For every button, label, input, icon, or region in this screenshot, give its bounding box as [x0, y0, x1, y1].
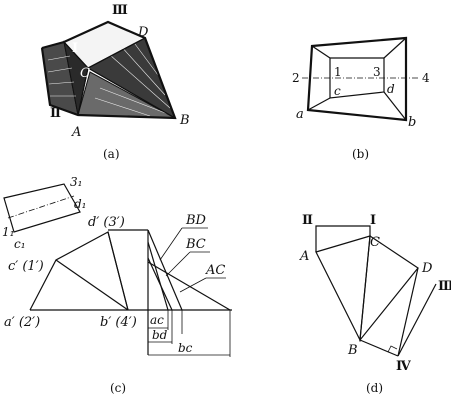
label-b-1: 1 [334, 65, 342, 79]
label-d-roman-3: Ⅲ [438, 279, 451, 294]
label-a-roman-2: Ⅱ [50, 106, 61, 121]
caption-b: (b) [352, 147, 369, 161]
label-c-1-1: 1₁ [2, 225, 14, 239]
panel-a: Ⅲ D Ⅰ C Ⅱ A B (a) [40, 3, 190, 161]
label-a-A: A [71, 125, 81, 140]
panel-d-drawing [315, 225, 437, 357]
label-c-c-1: c₁ [14, 237, 26, 251]
label-b-d: d [387, 82, 395, 96]
label-a-roman-1: Ⅰ [72, 41, 78, 56]
label-c-d-prime: d′ (3′) [88, 215, 125, 230]
label-d-D: D [421, 261, 433, 276]
label-d-roman-1: Ⅰ [370, 213, 376, 228]
label-b-3: 3 [373, 65, 381, 79]
label-a-roman-3: Ⅲ [112, 3, 128, 18]
label-b-a: a [296, 107, 304, 122]
panel-b-drawing [302, 36, 420, 122]
label-b-2: 2 [292, 71, 300, 85]
caption-c: (c) [110, 381, 126, 395]
label-c-3-1: 3₁ [70, 175, 82, 189]
label-d-B: B [347, 343, 358, 358]
label-c-ac: ac [150, 313, 164, 327]
label-c-BC: BC [185, 237, 206, 252]
panel-b: 2 1 3 4 c d a b (b) [292, 36, 430, 161]
panel-a-drawing [40, 20, 177, 120]
label-c-BD: BD [185, 213, 207, 228]
label-c-bc: bc [178, 341, 193, 355]
label-c-bd: bd [152, 328, 168, 342]
label-d-A: A [299, 249, 309, 264]
label-b-4: 4 [422, 71, 430, 85]
label-d-C: C [370, 235, 380, 250]
label-c-d-1: d₁ [74, 197, 87, 211]
caption-a: (a) [103, 147, 120, 161]
label-c-AC: AC [205, 263, 225, 278]
label-d-roman-2: Ⅱ [302, 213, 313, 228]
label-d-roman-4: Ⅳ [396, 359, 411, 374]
panel-c-drawing [3, 183, 232, 357]
label-c-b-prime: b′ (4′) [100, 315, 137, 330]
label-b-c: c [334, 84, 341, 98]
label-c-c-prime: c′ (1′) [8, 259, 44, 274]
caption-d: (d) [366, 381, 383, 395]
label-a-C: C [80, 66, 90, 81]
label-b-b: b [408, 115, 416, 130]
panel-d: Ⅱ Ⅰ A C D Ⅲ B Ⅳ (d) [299, 213, 451, 395]
label-a-B: B [179, 113, 190, 128]
label-c-a-prime: a′ (2′) [4, 315, 40, 330]
label-a-D: D [137, 25, 149, 40]
panel-c: 3₁ d₁ 1₁ c₁ d′ (3′) c′ (1′) a′ (2′) b′ (… [2, 175, 232, 395]
